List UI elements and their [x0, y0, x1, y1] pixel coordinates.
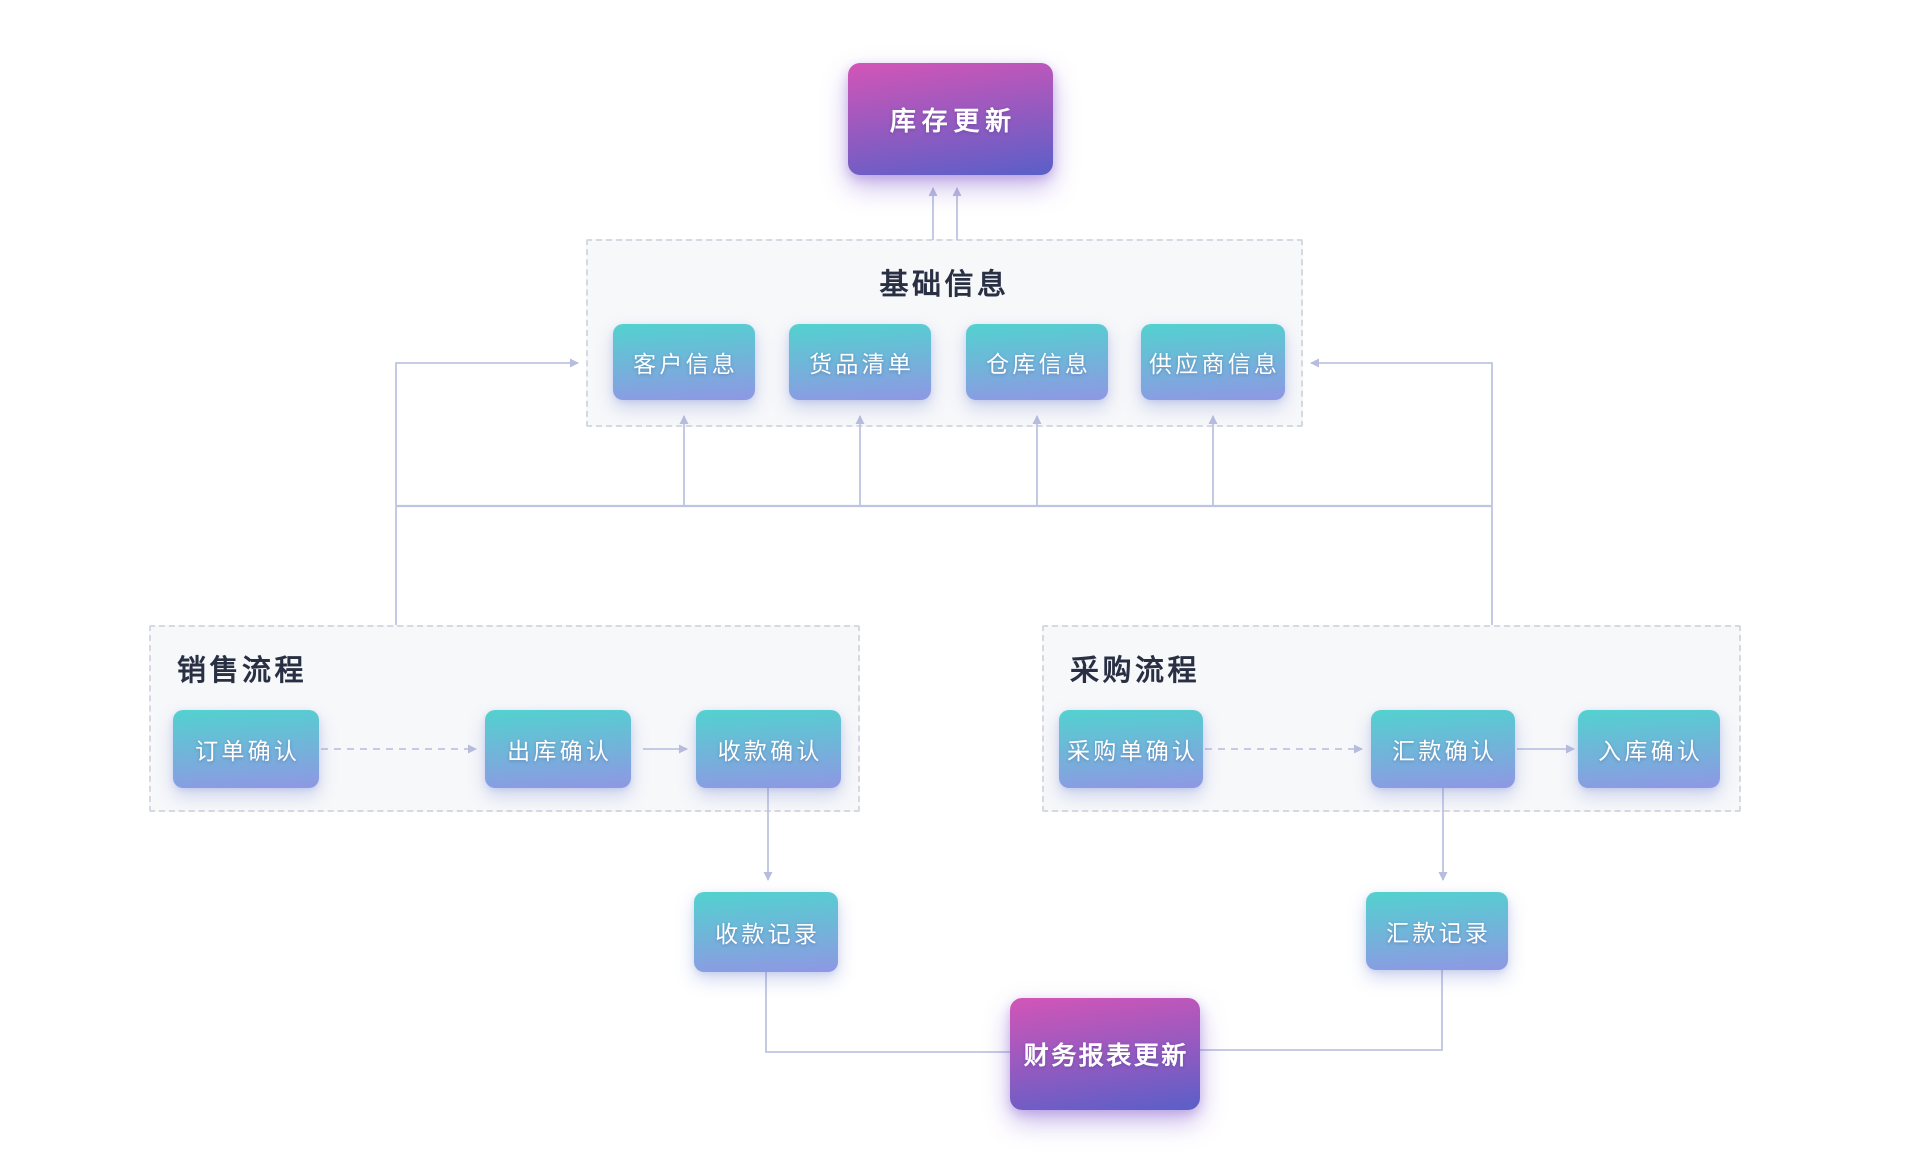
node-receipt-confirm[interactable]: 收款确认: [696, 710, 841, 788]
node-inventory-update[interactable]: 库存更新: [848, 63, 1053, 175]
node-outbound-confirm[interactable]: 出库确认: [485, 710, 631, 788]
group-purchase-title: 采购流程: [1070, 655, 1200, 687]
node-goods-list[interactable]: 货品清单: [789, 324, 931, 400]
edge-receipt-record-to-finance: [765, 972, 1010, 1053]
edge-sales-to-basic-info: [395, 358, 579, 625]
edge-purchase-to-basic-info: [1310, 358, 1493, 625]
node-finance-report-update[interactable]: 财务报表更新: [1010, 998, 1200, 1110]
edge-remittance-record-to-finance: [1200, 970, 1443, 1051]
node-purchase-order-confirm[interactable]: 采购单确认: [1059, 710, 1203, 788]
node-remittance-record[interactable]: 汇款记录: [1366, 892, 1508, 970]
node-remittance-confirm[interactable]: 汇款确认: [1371, 710, 1515, 788]
node-receipt-record[interactable]: 收款记录: [694, 892, 838, 972]
node-customer-info[interactable]: 客户信息: [613, 324, 755, 400]
group-basic-info-title: 基础信息: [879, 269, 1010, 301]
node-supplier-info[interactable]: 供应商信息: [1141, 324, 1285, 400]
node-order-confirm[interactable]: 订单确认: [173, 710, 319, 788]
node-inbound-confirm[interactable]: 入库确认: [1578, 710, 1720, 788]
node-warehouse-info[interactable]: 仓库信息: [966, 324, 1108, 400]
group-sales-title: 销售流程: [177, 655, 307, 687]
